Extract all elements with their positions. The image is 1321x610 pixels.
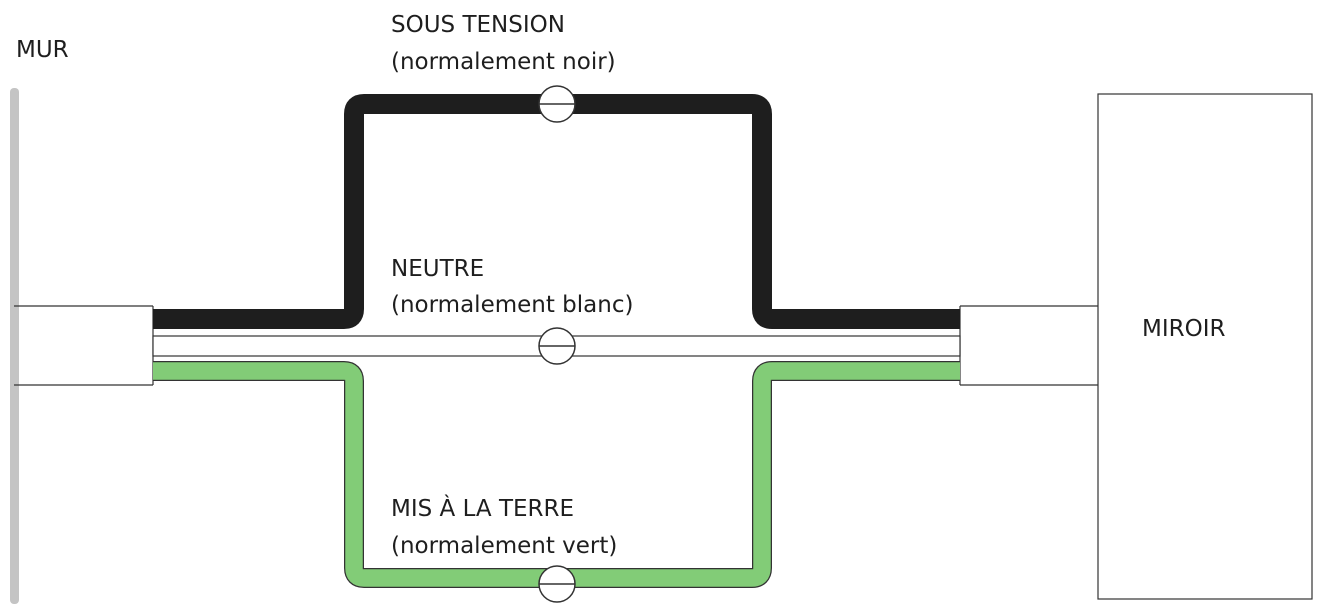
wire-nut-icon bbox=[538, 327, 576, 365]
wire-nut-icon bbox=[538, 565, 576, 603]
ground-subtitle: (normalement vert) bbox=[391, 533, 617, 559]
live-title: SOUS TENSION bbox=[391, 12, 565, 38]
wire-nut-icon bbox=[538, 85, 576, 123]
mirror-box bbox=[1097, 93, 1313, 600]
live-wire bbox=[153, 94, 960, 329]
live-subtitle: (normalement noir) bbox=[391, 49, 616, 75]
neutral-title: NEUTRE bbox=[391, 256, 484, 282]
mirror-label: MIROIR bbox=[1142, 316, 1225, 342]
neutral-subtitle: (normalement blanc) bbox=[391, 292, 633, 318]
wall bbox=[10, 88, 19, 604]
ground-title: MIS À LA TERRE bbox=[391, 494, 574, 522]
wall-label: MUR bbox=[16, 37, 69, 63]
